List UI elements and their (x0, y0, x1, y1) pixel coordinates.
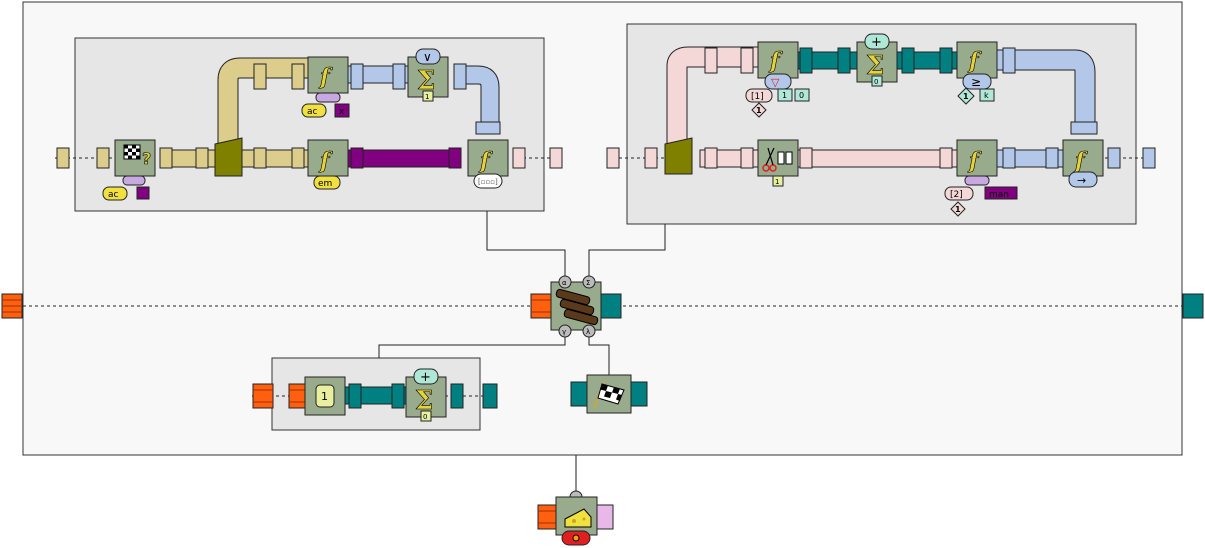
svg-text:f: f (318, 148, 333, 174)
sigma-sub-left: 1 (425, 93, 429, 101)
function-node-em[interactable] (307, 139, 349, 177)
stream-bars-icon (555, 288, 599, 326)
splitter-node[interactable] (214, 137, 243, 177)
main-ports (1, 293, 1204, 319)
box-one-a: 1 (782, 91, 787, 100)
checkered-flag-icon (123, 144, 141, 160)
svg-text:f: f (478, 148, 493, 174)
top-left-ports (56, 63, 563, 169)
svg-text:f: f (768, 48, 783, 74)
list-two-tag: [2] (950, 190, 963, 200)
plus-operator-right: + (871, 35, 882, 50)
scissors-icon (762, 147, 793, 172)
checkered-flag-icon (593, 381, 625, 409)
cheese-icon (564, 508, 592, 528)
svg-text:f: f (967, 148, 982, 174)
diamond-one-c: 1 (955, 205, 961, 214)
list-one-tag: [1] (751, 92, 764, 102)
top-right-ports (606, 47, 1156, 169)
arrow-operator: → (1077, 174, 1086, 187)
diamond-one-b: 1 (963, 92, 969, 101)
man-tag: man (989, 190, 1009, 200)
x-tag: x (339, 107, 345, 117)
diamond-one-a: 1 (756, 106, 762, 115)
gte-operator: ≥ (971, 75, 981, 89)
filter-count: 1 (775, 178, 779, 186)
splitter-node-right[interactable] (664, 137, 693, 175)
empty-result-tag: [▫▫▫] (478, 178, 498, 186)
ac-tag-top: ac (307, 107, 318, 117)
checkered-mini-icon (136, 186, 150, 200)
svg-text:Σ: Σ (415, 386, 433, 416)
function-node-merge-left[interactable] (467, 139, 509, 177)
split-gamma-label: γ (562, 328, 566, 336)
svg-text:f: f (1073, 148, 1088, 174)
sigma-sub-right: 0 (874, 78, 878, 86)
bottom-panel-ports (252, 383, 498, 409)
svg-text:f: f (318, 64, 333, 90)
function-node-top[interactable] (307, 56, 349, 94)
or-operator: ∨ (423, 50, 432, 64)
plus-operator-bottom: + (420, 370, 431, 385)
box-zero: 0 (799, 91, 804, 100)
k-tag: k (984, 91, 989, 100)
function-node-arrow[interactable] (1062, 139, 1104, 177)
down-triangle-operator: ▽ (771, 76, 780, 89)
split-lambda-label: λ (586, 328, 590, 336)
em-tag: em (318, 179, 332, 189)
svg-text:f: f (967, 48, 982, 74)
split-sigma-label: Σ (586, 279, 590, 287)
svg-text:Σ: Σ (417, 66, 435, 96)
question-mark: ? (142, 149, 151, 168)
function-node-man[interactable] (956, 139, 998, 177)
constant-one: 1 (321, 390, 328, 403)
split-alpha-label: α (562, 279, 567, 287)
function-node-filter-top[interactable] (757, 41, 799, 79)
svg-text:Σ: Σ (866, 51, 884, 81)
sigma-sub-bottom: 0 (423, 413, 427, 421)
connector-lines (378, 211, 666, 492)
ac-tag-bottom: ac (108, 190, 119, 200)
